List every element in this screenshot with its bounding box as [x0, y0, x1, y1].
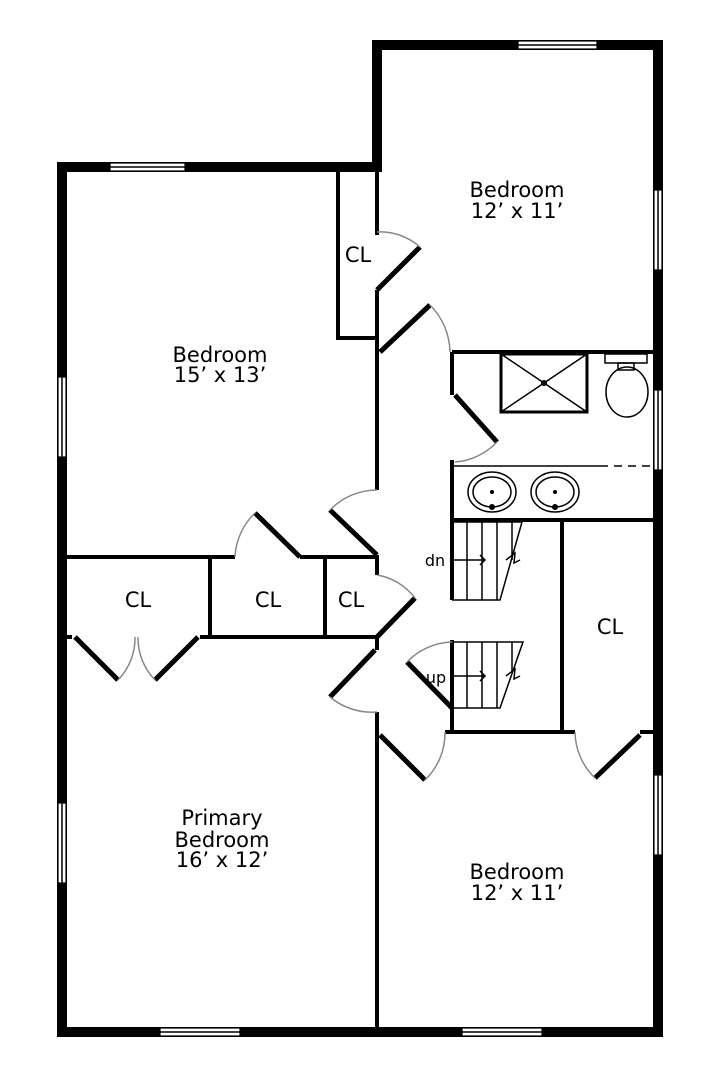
vanity [452, 465, 654, 513]
interior-walls [66, 172, 654, 1028]
room-size-bedroom-left: 15’ x 13’ [174, 363, 267, 387]
windows [57, 40, 663, 1037]
room-name-bedroom-bottom-right: Bedroom [470, 860, 565, 884]
exterior-walls [57, 40, 663, 1037]
stairs-down [452, 521, 523, 601]
closet-label: CL [255, 588, 282, 612]
closet-label: CL [597, 615, 624, 639]
toilet [604, 353, 649, 418]
room-size-bedroom-top-right: 12’ x 11’ [471, 199, 564, 223]
closet-label: CL [125, 588, 152, 612]
closet-label: CL [338, 588, 365, 612]
stairs-up-label: up [426, 668, 446, 687]
room-name-primary-line1: Primary [181, 806, 262, 830]
room-name-bedroom-left: Bedroom [173, 343, 268, 367]
closet-label: CL [345, 243, 372, 267]
shower [499, 352, 589, 414]
room-name-bedroom-top-right: Bedroom [470, 178, 565, 202]
doors [73, 231, 642, 782]
stairs-down-label: dn [425, 551, 445, 570]
room-size-primary: 16’ x 12’ [176, 848, 269, 872]
stairs-up [452, 641, 525, 709]
room-name-primary-line2: Bedroom [175, 828, 270, 852]
room-size-bedroom-bottom-right: 12’ x 11’ [471, 881, 564, 905]
